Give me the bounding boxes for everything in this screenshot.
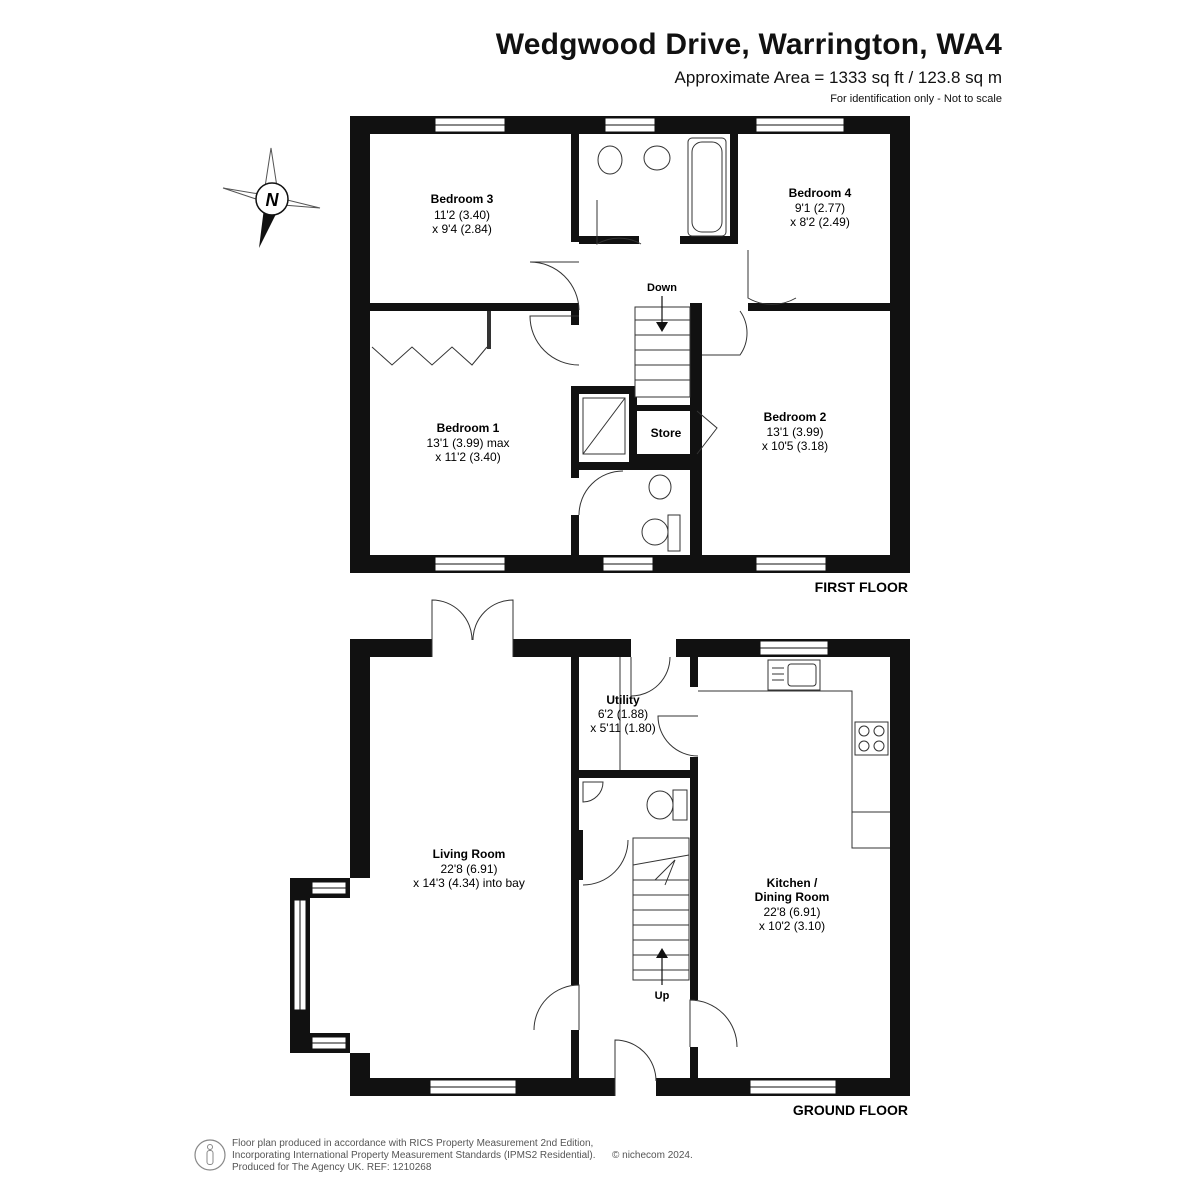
bedroom-3-dim-2: x 9'4 (2.84) bbox=[432, 222, 492, 236]
bedroom-1-dim-1: 13'1 (3.99) max bbox=[427, 436, 510, 450]
ground-floor-label: GROUND FLOOR bbox=[793, 1102, 908, 1118]
bedroom-4-name: Bedroom 4 bbox=[789, 186, 852, 200]
kitchen-dim-1: 22'8 (6.91) bbox=[764, 905, 821, 919]
kitchen-name-line-2: Dining Room bbox=[755, 890, 830, 904]
footer-line-1: Floor plan produced in accordance with R… bbox=[232, 1138, 594, 1149]
utility-dim-2: x 5'11 (1.80) bbox=[590, 721, 655, 735]
store-name: Store bbox=[651, 426, 682, 440]
bedroom-2-name: Bedroom 2 bbox=[764, 410, 827, 424]
bedroom-1-name: Bedroom 1 bbox=[437, 421, 500, 435]
living-room-dim-2: x 14'3 (4.34) into bay bbox=[413, 876, 525, 890]
property-title: Wedgwood Drive, Warrington, WA4 bbox=[495, 28, 1002, 61]
first-floor-plan: Down Bedroom 3 11'2 (3.40) x 9'4 (2.84) … bbox=[350, 116, 910, 595]
bedroom-3-name: Bedroom 3 bbox=[431, 192, 494, 206]
bedroom-4-dim-1: 9'1 (2.77) bbox=[795, 201, 845, 215]
bedroom-4-dim-2: x 8'2 (2.49) bbox=[790, 215, 850, 229]
bedroom-2-dim-2: x 10'5 (3.18) bbox=[762, 439, 828, 453]
compass-north-label: N bbox=[266, 190, 280, 210]
utility-dim-1: 6'2 (1.88) bbox=[598, 707, 648, 721]
kitchen-dim-2: x 10'2 (3.10) bbox=[759, 919, 825, 933]
footer-line-3: Produced for The Agency UK. REF: 1210268 bbox=[232, 1162, 432, 1173]
kitchen-name-line-1: Kitchen / bbox=[767, 876, 818, 890]
first-floor-label: FIRST FLOOR bbox=[815, 579, 908, 595]
footer-copyright: © nichecom 2024. bbox=[612, 1150, 693, 1161]
ground-floor-stairs-label: Up bbox=[655, 990, 670, 1002]
footer-line-2: Incorporating International Property Mea… bbox=[232, 1150, 596, 1161]
living-room-name: Living Room bbox=[433, 847, 506, 861]
scale-note: For identification only - Not to scale bbox=[830, 93, 1002, 105]
ground-floor-plan: Up Living Room 22'8 (6.91) x 14'3 (4.34)… bbox=[290, 599, 910, 1118]
utility-name: Utility bbox=[606, 693, 640, 707]
living-room-dim-1: 22'8 (6.91) bbox=[441, 862, 498, 876]
first-floor-stairs-label: Down bbox=[647, 282, 677, 294]
bedroom-3-dim-1: 11'2 (3.40) bbox=[434, 208, 490, 222]
footer-disclaimer: Floor plan produced in accordance with R… bbox=[232, 1138, 596, 1174]
compass-rose-icon: N bbox=[222, 147, 321, 248]
bedroom-1-dim-2: x 11'2 (3.40) bbox=[435, 450, 500, 464]
approximate-area: Approximate Area = 1333 sq ft / 123.8 sq… bbox=[674, 68, 1002, 87]
bedroom-2-dim-1: 13'1 (3.99) bbox=[767, 425, 824, 439]
person-icon bbox=[194, 1139, 226, 1171]
